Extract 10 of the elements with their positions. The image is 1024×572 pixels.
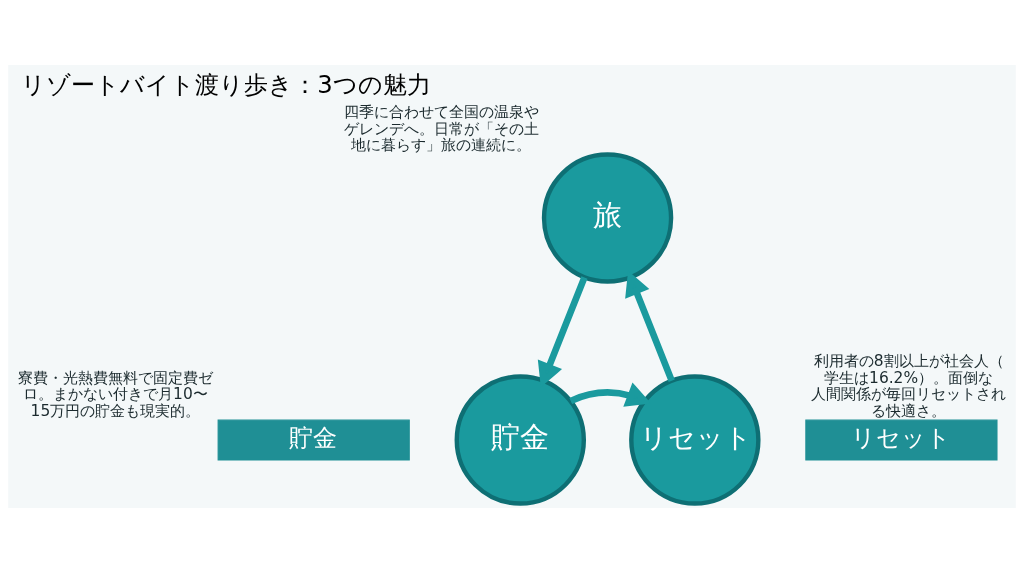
node-label: 寮費・光熱費無料で固定費ゼロ。まかない付きで月10〜15万円の貯金も現実的。 [17, 368, 213, 420]
node-label: 四季に合わせて全国の温泉やゲレンデへ。日常が「その土地に暮らす」旅の連続に。 [343, 102, 539, 154]
node-circle: 貯金 [454, 373, 586, 506]
node-box: リセット [805, 419, 998, 460]
arrow [537, 275, 588, 387]
node-circle: リセット [629, 373, 761, 506]
node-label: 利用者の8割以上が社会人（学生は16.2%）。面倒な人間関係が毎回リセットされる快適さ。 [811, 351, 1007, 420]
diagram-title: リゾートバイト渡り歩き：3つの魅力 [21, 69, 431, 99]
node-circle: 旅 [541, 151, 674, 284]
node-box: 貯金 [217, 419, 410, 460]
